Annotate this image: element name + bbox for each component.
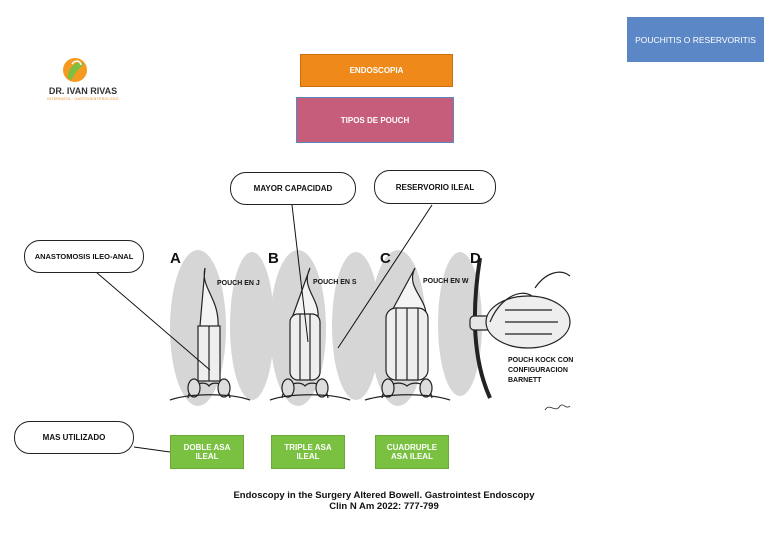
label-kock-3: BARNETT xyxy=(508,377,542,384)
green-box-triple-line1: TRIPLE ASA xyxy=(284,443,332,452)
callout-anastomosis-label: ANASTOMOSIS ILEO-ANAL xyxy=(34,252,134,261)
label-kock-1: POUCH KOCK CON xyxy=(508,357,574,364)
citation-line1: Endoscopy in the Surgery Altered Bowell.… xyxy=(233,490,535,501)
fig-letter-d: D xyxy=(470,250,481,267)
green-box-cuadruple: CUADRUPLE ASA ILEAL xyxy=(375,435,449,469)
callout-mas-utilizado: MAS UTILIZADO xyxy=(14,421,134,454)
endoscopia-label: ENDOSCOPIA xyxy=(349,66,404,75)
leader-mayor-capacidad xyxy=(291,204,309,343)
endoscopia-box: ENDOSCOPIA xyxy=(300,54,453,87)
citation: Endoscopy in the Surgery Altered Bowell.… xyxy=(0,490,768,512)
green-box-triple-line2: ILEAL xyxy=(296,452,320,461)
callout-reservorio-ileal-label: RESERVORIO ILEAL xyxy=(395,182,475,192)
callout-anastomosis: ANASTOMOSIS ILEO-ANAL xyxy=(24,240,144,273)
pouch-illustration xyxy=(169,250,571,411)
logo-subtitle: INTERNISTA · GASTROENTEROLOGO xyxy=(47,97,119,101)
green-box-doble-line1: DOBLE ASA xyxy=(183,443,231,452)
callout-mayor-capacidad-label: MAYOR CAPACIDAD xyxy=(253,184,333,193)
callout-mayor-capacidad: MAYOR CAPACIDAD xyxy=(230,172,356,205)
logo: DR. IVAN RIVAS INTERNISTA · GASTROENTERO… xyxy=(28,56,138,116)
green-box-doble: DOBLE ASA ILEAL xyxy=(170,435,244,469)
label-pouch-s: POUCH EN S xyxy=(313,279,357,286)
logo-name: DR. IVAN RIVAS xyxy=(48,86,118,96)
label-pouch-j: POUCH EN J xyxy=(217,280,260,287)
pouchitis-button[interactable]: POUCHITIS O RESERVORITIS xyxy=(627,17,764,62)
citation-line2: Clin N Am 2022: 777-799 xyxy=(329,501,439,512)
logo-mark-icon xyxy=(63,58,87,82)
fig-letter-c: C xyxy=(380,250,391,267)
leader-reservorio-ileal xyxy=(337,204,433,349)
fig-letter-a: A xyxy=(170,250,181,267)
fig-letter-b: B xyxy=(268,250,279,267)
green-box-cuadruple-line2: ASA ILEAL xyxy=(391,452,433,461)
callout-reservorio-ileal: RESERVORIO ILEAL xyxy=(374,170,496,204)
leader-mas-utilizado xyxy=(133,446,171,453)
tipos-pouch-box: TIPOS DE POUCH xyxy=(296,97,454,143)
green-box-cuadruple-line1: CUADRUPLE xyxy=(386,443,438,452)
tipos-pouch-label: TIPOS DE POUCH xyxy=(340,115,410,125)
callout-mas-utilizado-label: MAS UTILIZADO xyxy=(42,433,106,442)
label-kock-2: CONFIGURACION xyxy=(508,367,568,374)
leader-anastomosis xyxy=(95,271,211,371)
green-box-triple: TRIPLE ASA ILEAL xyxy=(271,435,345,469)
pouchitis-button-label: POUCHITIS O RESERVORITIS xyxy=(635,34,756,45)
label-pouch-w: POUCH EN W xyxy=(423,278,469,285)
green-box-doble-line2: ILEAL xyxy=(195,452,219,461)
